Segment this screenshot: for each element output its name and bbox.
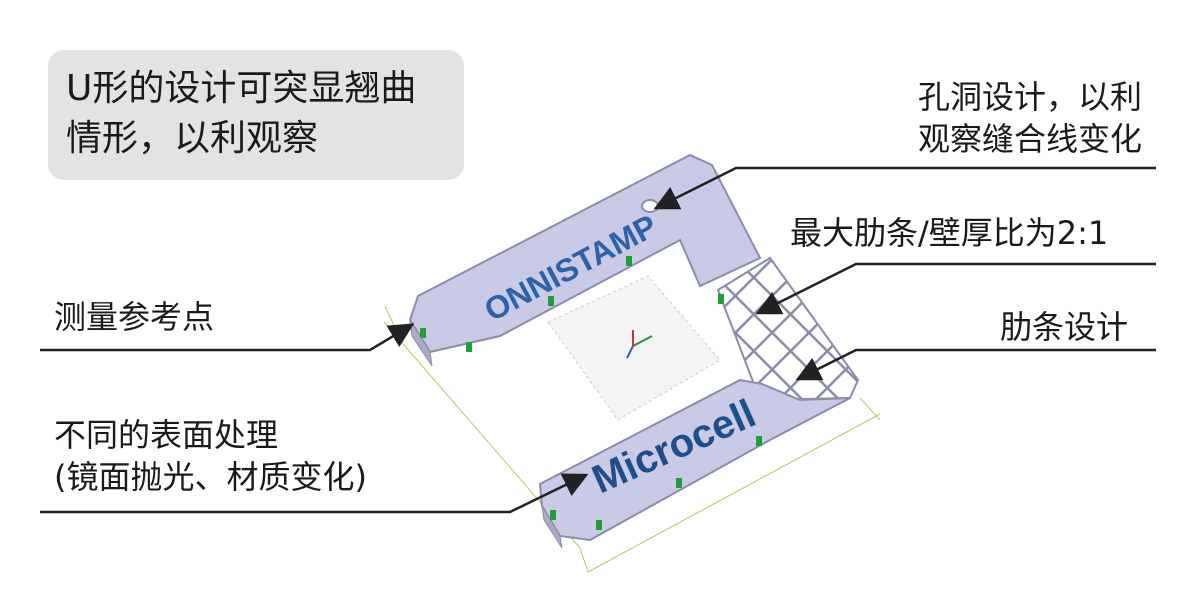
leader-hole xyxy=(653,166,1156,210)
callout-line-1: U形的设计可突显翘曲 xyxy=(66,68,417,109)
rib-section xyxy=(716,256,860,402)
label-surface-line-1: 不同的表面处理 xyxy=(54,416,279,454)
callout-box xyxy=(48,50,464,180)
leader-surface xyxy=(40,473,589,514)
reference-plane xyxy=(547,275,721,421)
label-surface-line-2: (镜面抛光、材质变化) xyxy=(54,458,367,496)
label-hole-line-2: 观察缝合线变化 xyxy=(917,120,1142,158)
label-measure-point: 测量参考点 xyxy=(54,298,215,336)
leader-measure-point xyxy=(40,323,415,352)
label-hole: 孔洞设计，以利 观察缝合线变化 xyxy=(918,76,1142,160)
leader-rib-ratio xyxy=(755,262,1156,315)
label-rib-design: 肋条设计 xyxy=(1000,308,1129,346)
callout-text: U形的设计可突显翘曲 情形，以利观察 xyxy=(66,64,456,164)
label-surface: 不同的表面处理 (镜面抛光、材质变化) xyxy=(54,414,367,498)
leader-lines xyxy=(40,166,1156,514)
measurement-markers xyxy=(420,256,762,530)
label-rib-ratio: 最大肋条/壁厚比为2:1 xyxy=(790,214,1109,252)
label-hole-line-1: 孔洞设计，以利 xyxy=(917,78,1142,116)
callout-line-2: 情形，以利观察 xyxy=(66,118,319,159)
leader-rib-design xyxy=(795,348,1156,381)
